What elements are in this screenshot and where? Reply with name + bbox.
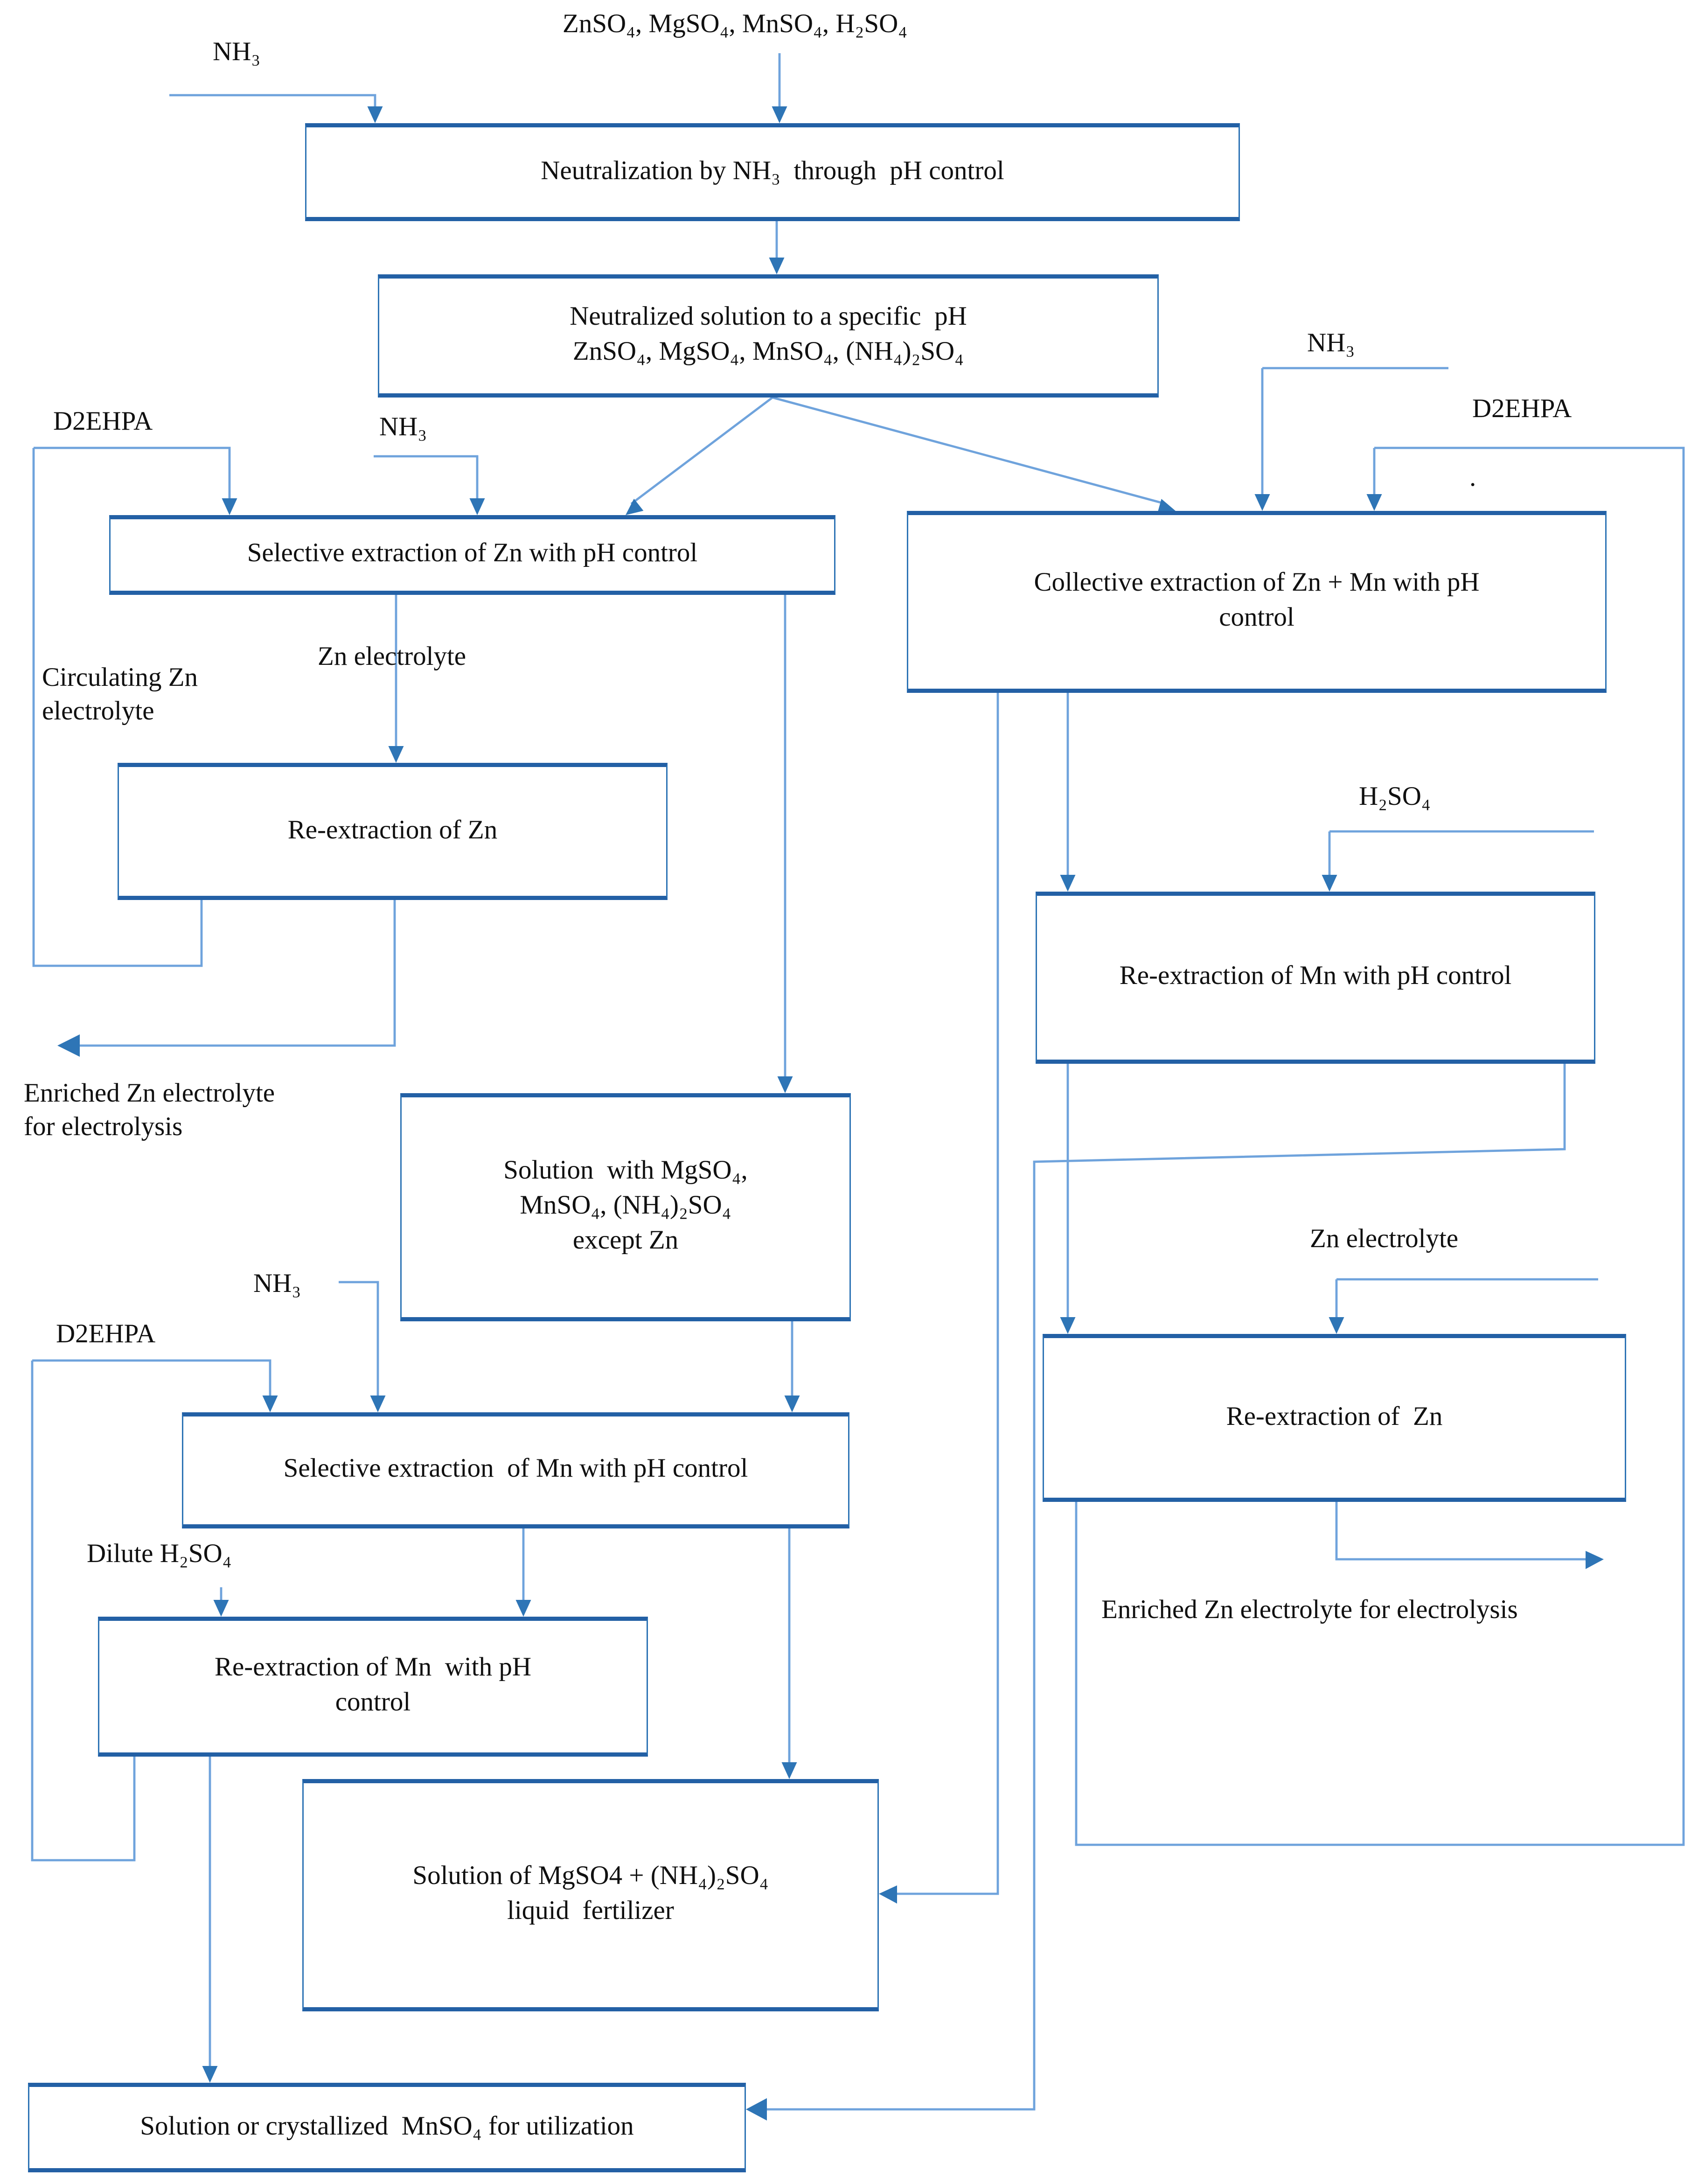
- arrowhead-right: [1585, 1550, 1604, 1569]
- label-enriched-right: Enriched Zn electrolyte for electrolysis: [1101, 1596, 1518, 1625]
- label-feed-top: ZnSO₄, MgSO₄, MnSO₄, H₂SO₄: [563, 10, 908, 39]
- label-d2ehpa-right: D2EHPA: [1472, 395, 1572, 424]
- arrowhead-down: [772, 106, 787, 124]
- box-selective-extraction-zn: Selective extraction of Zn with pH contr…: [109, 515, 835, 595]
- box-neutralized-solution-label: Neutralized solution to a specific pH Zn…: [570, 302, 967, 367]
- connector-line: [630, 397, 773, 505]
- arrowhead-down: [469, 498, 485, 515]
- arrowhead-diag: [625, 498, 644, 515]
- arrowhead-down: [1322, 874, 1337, 892]
- label-zn-electrolyte-left: Zn electrolyte: [318, 642, 466, 672]
- arrowhead-down: [769, 257, 785, 274]
- box-selective-extraction-mn: Selective extraction of Mn with pH contr…: [182, 1412, 849, 1528]
- box-re-extraction-mn-left: Re-extraction of Mn with pH control: [98, 1617, 648, 1757]
- label-h2so4-right: H₂SO₄: [1359, 782, 1431, 812]
- arrowhead-left: [878, 1885, 897, 1904]
- label-dilute-h2so4: Dilute H₂SO₄: [87, 1540, 232, 1569]
- label-circulating-zn: Circulating Zn electrolyte: [42, 663, 198, 726]
- box-neutralization: Neutralization by NH₃ through pH control: [305, 123, 1240, 221]
- flow-arrowheads: [57, 106, 1604, 2121]
- connector-line: [373, 455, 479, 504]
- arrowhead-down: [202, 2065, 218, 2083]
- connector-line: [338, 1281, 379, 1401]
- label-zn-electrolyte-right: Zn electrolyte: [1310, 1225, 1459, 1254]
- arrowhead-down: [784, 1395, 800, 1412]
- box-solution-mgso4-mnso4-label: Solution with MgSO₄, MnSO₄, (NH₄)₂SO₄ ex…: [503, 1157, 748, 1256]
- connector-line: [1075, 447, 1685, 1846]
- arrowhead-down: [1366, 494, 1382, 511]
- box-re-extraction-zn-left: Re-extraction of Zn: [118, 763, 668, 900]
- box-re-extraction-zn-left-label: Re-extraction of Zn: [287, 815, 498, 845]
- flow-lines: [31, 53, 1685, 2111]
- arrowhead-down: [388, 746, 404, 763]
- label-nh3-top-left: NH₃: [213, 38, 261, 67]
- label-nh3-collective: NH₃: [1307, 329, 1355, 358]
- arrowhead-down: [367, 106, 383, 124]
- box-liquid-fertilizer: Solution of MgSO4 + (NH₄)₂SO₄ liquid fer…: [302, 1779, 879, 2011]
- connector-line: [33, 447, 231, 504]
- arrowhead-down: [781, 1762, 797, 1779]
- connector-line: [895, 692, 999, 1895]
- connector-line: [78, 900, 396, 1047]
- arrowhead-down: [1254, 494, 1270, 511]
- box-selective-extraction-mn-label: Selective extraction of Mn with pH contr…: [283, 1454, 748, 1484]
- box-mnso4-utilization: Solution or crystallized MnSO₄ for utili…: [28, 2083, 746, 2172]
- box-mnso4-utilization-label: Solution or crystallized MnSO₄ for utili…: [140, 2111, 634, 2141]
- box-solution-mgso4-mnso4: Solution with MgSO₄, MnSO₄, (NH₄)₂SO₄ ex…: [400, 1093, 851, 1321]
- label-nh3-selective-mn: NH₃: [253, 1270, 301, 1299]
- arrowhead-down: [777, 1076, 793, 1093]
- arrowhead-down: [515, 1599, 531, 1617]
- box-re-extraction-zn-right: Re-extraction of Zn: [1043, 1334, 1626, 1502]
- connector-line: [1335, 1501, 1587, 1561]
- box-selective-extraction-zn-label: Selective extraction of Zn with pH contr…: [247, 539, 698, 569]
- arrowhead-down: [1329, 1317, 1344, 1334]
- box-collective-extraction-label: Collective extraction of Zn + Mn with pH…: [1034, 568, 1480, 633]
- arrowhead-left: [745, 2098, 767, 2121]
- box-liquid-fertilizer-label: Solution of MgSO4 + (NH₄)₂SO₄ liquid fer…: [412, 1862, 769, 1926]
- box-re-extraction-zn-right-label: Re-extraction of Zn: [1226, 1402, 1443, 1431]
- box-re-extraction-mn-left-label: Re-extraction of Mn with pH control: [214, 1653, 532, 1717]
- box-neutralized-solution: Neutralized solution to a specific pH Zn…: [378, 274, 1159, 398]
- arrowhead-down: [1060, 874, 1076, 892]
- label-d2ehpa-mn: D2EHPA: [56, 1320, 156, 1349]
- connector-line: [31, 1360, 136, 1862]
- connector-line: [32, 447, 203, 967]
- connector-line: [772, 396, 1166, 505]
- box-neutralization-label: Neutralization by NH₃ through pH control: [541, 156, 1004, 186]
- arrowhead-left: [57, 1034, 80, 1057]
- box-re-extraction-mn-right: Re-extraction of Mn with pH control: [1036, 892, 1595, 1064]
- arrowhead-diag: [1157, 499, 1176, 514]
- arrowhead-down: [213, 1599, 229, 1617]
- arrowhead-down: [370, 1395, 386, 1412]
- connector-line: [169, 94, 376, 112]
- arrowhead-down: [1060, 1317, 1076, 1334]
- label-nh3-selective-zn: NH₃: [379, 413, 427, 442]
- box-re-extraction-mn-right-label: Re-extraction of Mn with pH control: [1119, 962, 1512, 991]
- label-enriched-left: Enriched Zn electrolyte for electrolysis: [24, 1079, 275, 1142]
- connector-line: [765, 1063, 1566, 2111]
- arrowhead-down: [222, 498, 237, 515]
- arrowhead-down: [262, 1395, 278, 1412]
- box-collective-extraction: Collective extraction of Zn + Mn with pH…: [907, 511, 1607, 693]
- connector-line: [32, 1359, 271, 1401]
- label-d2ehpa-zn: D2EHPA: [53, 407, 153, 437]
- label-stray-dot: .: [1469, 463, 1476, 493]
